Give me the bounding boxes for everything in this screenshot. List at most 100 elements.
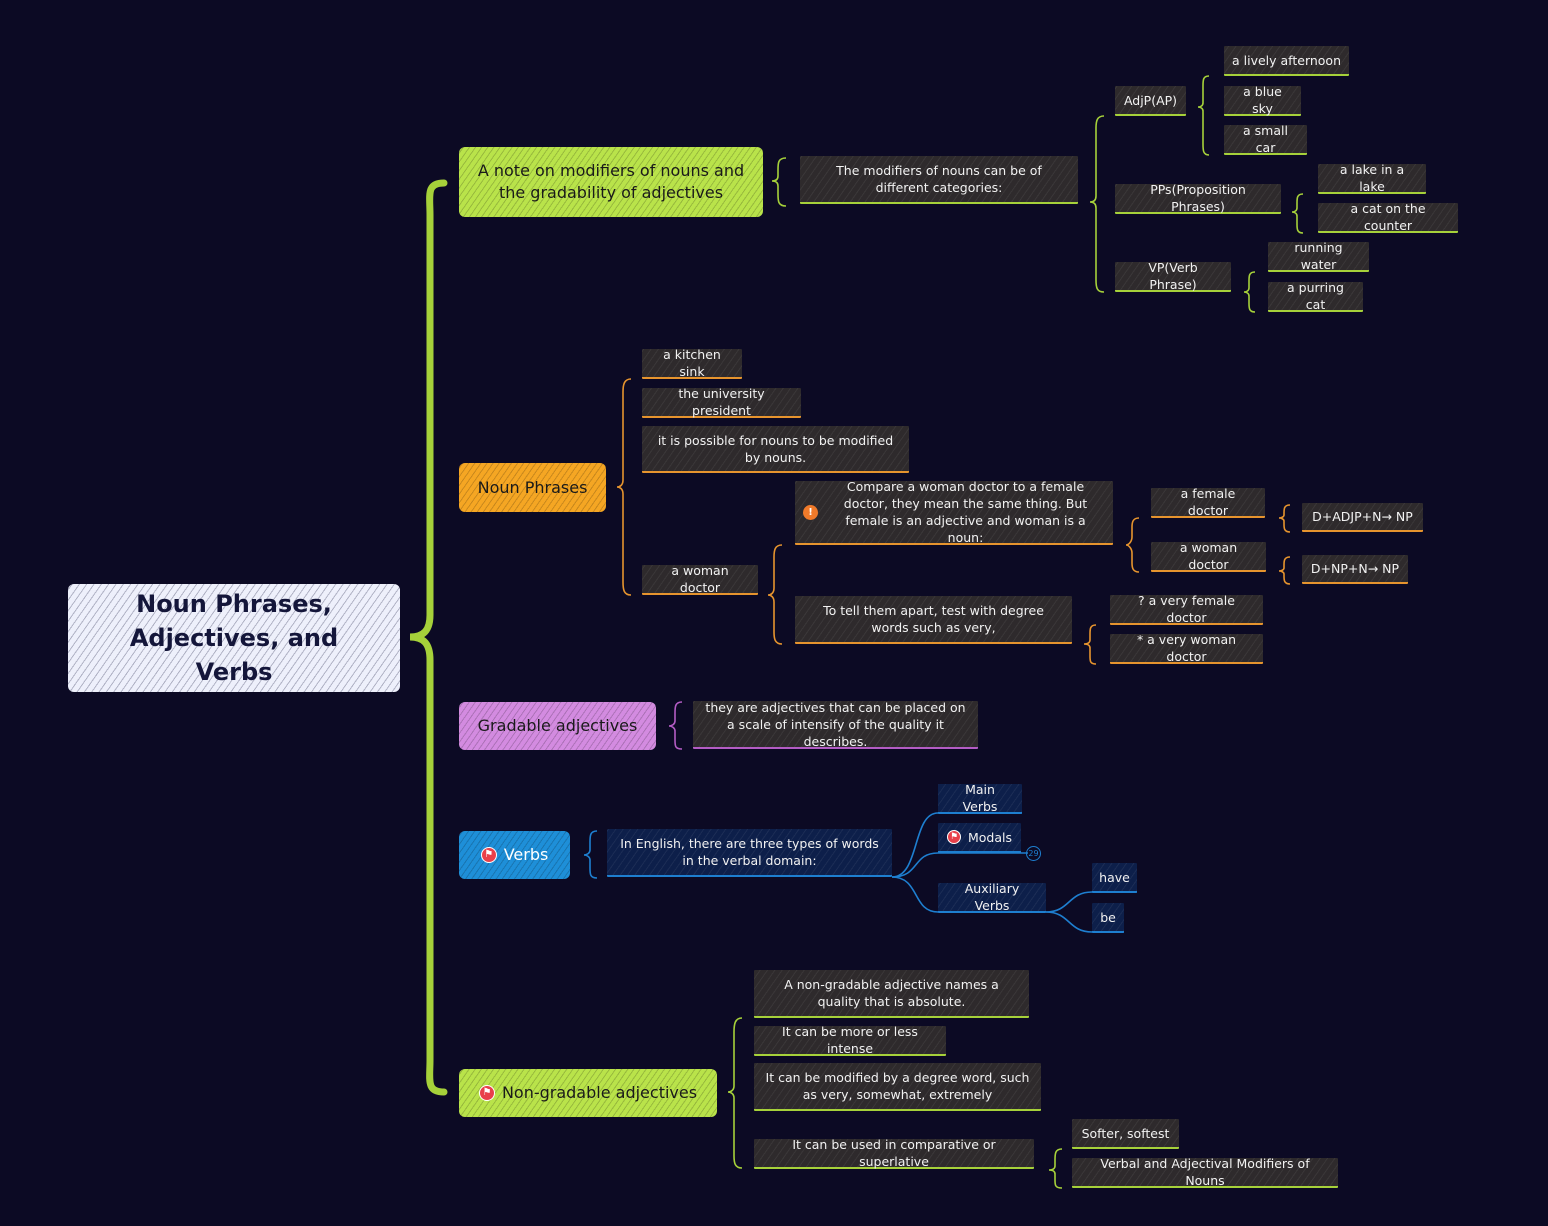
test-example-text: * a very woman doctor xyxy=(1136,632,1237,664)
woman-formula[interactable]: D+NP+N→ NP xyxy=(1302,555,1408,584)
brace-compare xyxy=(1125,517,1140,573)
branch-gradable-label: Gradable adjectives xyxy=(477,716,638,735)
root-title: Noun Phrases, Adjectives, and Verbs xyxy=(129,590,339,686)
brace-noun-phrases xyxy=(616,378,632,596)
non-gradable-item-3[interactable]: It can be modified by a degree word, suc… xyxy=(754,1063,1041,1111)
comparative-example-2[interactable]: Verbal and Adjectival Modifiers of Nouns xyxy=(1072,1156,1338,1188)
main-verbs-node[interactable]: Main Verbs xyxy=(938,782,1022,814)
branch-verbs[interactable]: ⚑ Verbs xyxy=(459,831,570,879)
np-item-2[interactable]: the university president xyxy=(642,386,801,418)
vp-example-text: running water xyxy=(1294,240,1343,272)
compare-note[interactable]: ! Compare a woman doctor to a female doc… xyxy=(795,479,1113,545)
non-gradable-item-1[interactable]: A non-gradable adjective names a quality… xyxy=(754,970,1029,1018)
female-formula[interactable]: D+ADJP+N→ NP xyxy=(1302,503,1423,532)
adjp-example-2[interactable]: a blue sky xyxy=(1224,84,1301,116)
aux-example-have[interactable]: have xyxy=(1092,863,1137,893)
root-brace xyxy=(409,179,448,1096)
woman-doctor-label: a woman doctor xyxy=(671,563,729,595)
modals-count-text: 29 xyxy=(1028,849,1039,858)
modals-node[interactable]: ⚑ Modals xyxy=(938,823,1021,853)
non-gradable-item-4[interactable]: It can be used in comparative or superla… xyxy=(754,1137,1034,1169)
vp-example-text: a purring cat xyxy=(1287,280,1344,312)
adjp-node[interactable]: AdjP(AP) xyxy=(1115,86,1186,116)
brace-vp xyxy=(1243,271,1256,313)
vp-example-1[interactable]: running water xyxy=(1268,240,1369,272)
gradable-definition-text: they are adjectives that can be placed o… xyxy=(705,699,966,749)
comparative-example-text: Softer, softest xyxy=(1081,1125,1170,1141)
degree-test-text: To tell them apart, test with degree wor… xyxy=(823,603,1044,635)
non-gradable-item-text: It can be more or less intense xyxy=(782,1024,918,1056)
flag-icon: ⚑ xyxy=(478,1085,495,1101)
branch-non-gradable[interactable]: ⚑ Non-gradable adjectives xyxy=(459,1069,717,1117)
branch-gradable[interactable]: Gradable adjectives xyxy=(459,702,656,750)
adjp-example-text: a lively afternoon xyxy=(1232,52,1342,68)
adjp-example-1[interactable]: a lively afternoon xyxy=(1224,46,1349,76)
brace-woman xyxy=(1278,556,1291,585)
link-have xyxy=(1045,891,1137,913)
link-be xyxy=(1045,911,1124,933)
female-doctor-node[interactable]: a female doctor xyxy=(1151,486,1265,518)
branch-non-gradable-label: Non-gradable adjectives xyxy=(501,1083,698,1102)
non-gradable-item-text: It can be used in comparative or superla… xyxy=(792,1137,996,1169)
brace-pps xyxy=(1291,193,1304,234)
auxiliary-verbs-text: Auxiliary Verbs xyxy=(964,881,1020,913)
np-item-3[interactable]: it is possible for nouns to be modified … xyxy=(642,426,909,473)
link-aux xyxy=(891,876,1046,913)
adjp-example-3[interactable]: a small car xyxy=(1224,123,1307,155)
aux-example-text: have xyxy=(1099,869,1130,885)
brace-modifiers xyxy=(771,157,787,207)
test-example-2[interactable]: * a very woman doctor xyxy=(1110,632,1263,664)
woman-formula-text: D+NP+N→ NP xyxy=(1310,561,1400,576)
test-example-text: ? a very female doctor xyxy=(1138,593,1235,625)
gradable-definition[interactable]: they are adjectives that can be placed o… xyxy=(693,699,978,749)
aux-example-be[interactable]: be xyxy=(1092,903,1124,933)
branch-noun-phrases[interactable]: Noun Phrases xyxy=(459,463,606,512)
branch-verbs-label: Verbs xyxy=(503,845,549,864)
non-gradable-item-2[interactable]: It can be more or less intense xyxy=(754,1024,946,1056)
brace-verbs xyxy=(583,830,598,879)
vp-node[interactable]: VP(Verb Phrase) xyxy=(1115,260,1231,292)
root-topic[interactable]: Noun Phrases, Adjectives, and Verbs xyxy=(68,584,400,692)
brace-adjp xyxy=(1197,75,1210,156)
comparative-example-1[interactable]: Softer, softest xyxy=(1072,1119,1179,1149)
flag-icon: ⚑ xyxy=(946,830,961,844)
branch-noun-phrases-label: Noun Phrases xyxy=(477,477,588,497)
brace-comparative xyxy=(1048,1148,1063,1189)
non-gradable-item-text: It can be modified by a degree word, suc… xyxy=(765,1070,1030,1102)
np-item-text: a kitchen sink xyxy=(663,347,721,379)
main-verbs-text: Main Verbs xyxy=(962,782,998,814)
pps-label: PPs(Proposition Phrases) xyxy=(1150,182,1246,214)
pps-example-1[interactable]: a lake in a lake xyxy=(1318,162,1426,194)
modals-count-badge[interactable]: 29 xyxy=(1026,846,1041,861)
modifiers-intro[interactable]: The modifiers of nouns can be of differe… xyxy=(800,156,1078,204)
np-item-text: it is possible for nouns to be modified … xyxy=(657,432,894,465)
flag-icon: ⚑ xyxy=(480,847,497,863)
degree-test-note[interactable]: To tell them apart, test with degree wor… xyxy=(795,596,1072,644)
auxiliary-verbs-node[interactable]: Auxiliary Verbs xyxy=(938,881,1046,913)
female-doctor-text: a female doctor xyxy=(1180,486,1236,518)
np-item-1[interactable]: a kitchen sink xyxy=(642,347,742,379)
compare-note-text: Compare a woman doctor to a female docto… xyxy=(843,479,1088,545)
np-item-text: the university president xyxy=(678,386,765,418)
woman-doctor-node[interactable]: a woman doctor xyxy=(642,563,758,595)
woman-doctor-example[interactable]: a woman doctor xyxy=(1151,540,1266,572)
pps-example-text: a cat on the counter xyxy=(1350,201,1426,233)
pps-example-2[interactable]: a cat on the counter xyxy=(1318,201,1458,233)
test-example-1[interactable]: ? a very female doctor xyxy=(1110,593,1263,625)
adjp-example-text: a small car xyxy=(1243,123,1288,155)
modals-text: Modals xyxy=(967,829,1012,845)
pps-example-text: a lake in a lake xyxy=(1339,162,1405,194)
vp-label: VP(Verb Phrase) xyxy=(1148,260,1198,292)
female-formula-text: D+ADJP+N→ NP xyxy=(1312,509,1413,524)
vp-example-2[interactable]: a purring cat xyxy=(1268,280,1363,312)
pps-node[interactable]: PPs(Proposition Phrases) xyxy=(1115,182,1281,214)
brace-gradable xyxy=(668,701,683,750)
branch-modifiers[interactable]: A note on modifiers of nouns and the gra… xyxy=(459,147,763,217)
brace-test xyxy=(1083,624,1097,665)
adjp-example-text: a blue sky xyxy=(1243,84,1282,116)
brace-modifier-categories xyxy=(1089,115,1105,293)
verbs-intro[interactable]: In English, there are three types of wor… xyxy=(607,829,892,877)
aux-example-text: be xyxy=(1100,909,1116,925)
brace-woman-doctor xyxy=(767,544,783,645)
